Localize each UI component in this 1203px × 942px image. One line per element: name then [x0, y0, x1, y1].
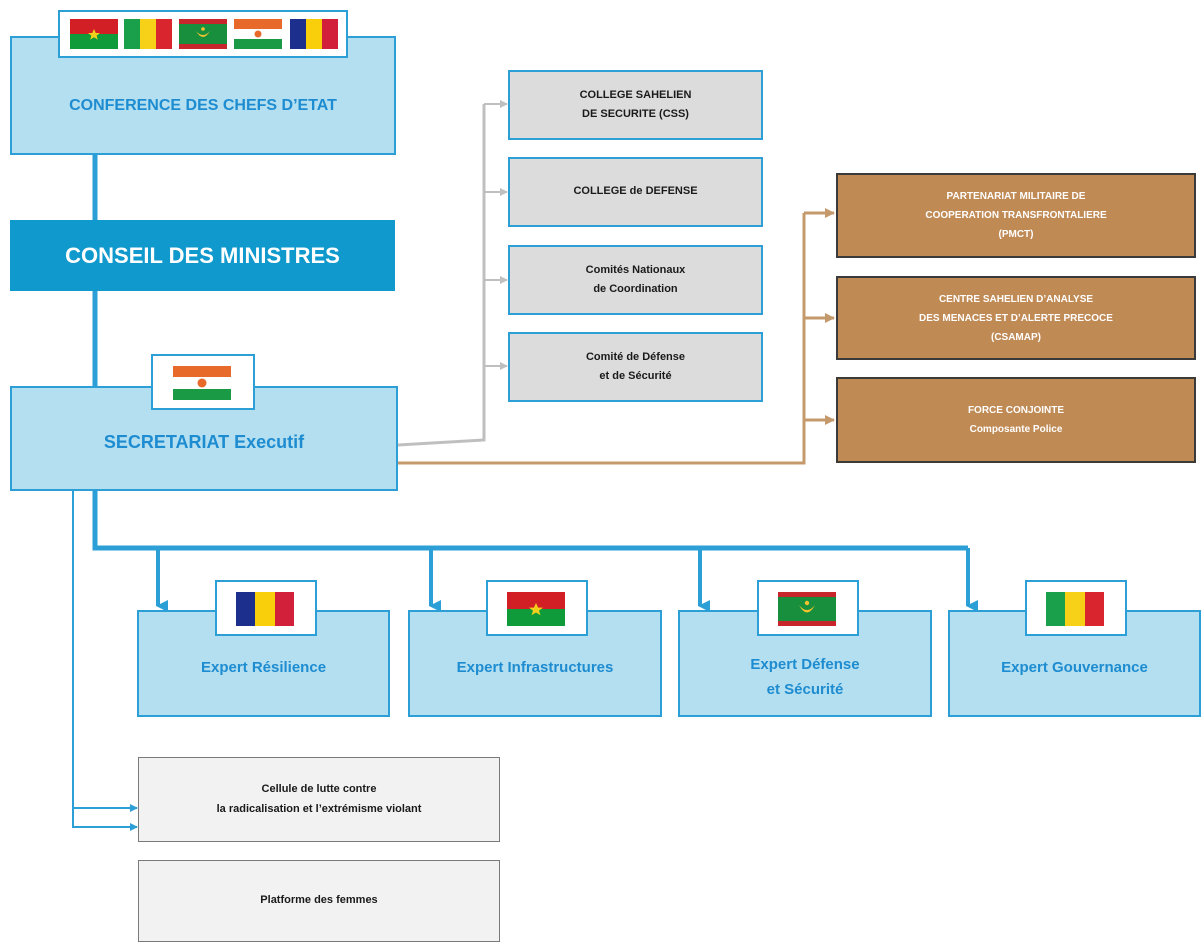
mali-flag-icon — [124, 19, 172, 49]
college-box: COLLEGE SAHELIEN DE SECURITE (CSS) — [508, 70, 763, 140]
partner-label: PARTENARIAT MILITAIRE DE COOPERATION TRA… — [925, 191, 1107, 240]
chad-flag-icon — [290, 19, 338, 49]
partner-box: CENTRE SAHELIEN D’ANALYSE DES MENACES ET… — [836, 276, 1196, 360]
cell-label: Platforme des femmes — [260, 894, 378, 907]
niger-flag-icon — [234, 19, 282, 49]
college-label: COLLEGE de DEFENSE — [573, 185, 698, 198]
conference-title: CONFERENCE DES CHEFS D’ETAT — [69, 96, 337, 114]
college-box: Comités Nationaux de Coordination — [508, 245, 763, 315]
connector-experts-bus — [92, 490, 968, 551]
connector-partners-trunk — [398, 213, 806, 465]
chad-flag-icon — [236, 592, 294, 626]
secretariat-title: SECRETARIAT Executif — [103, 432, 305, 452]
college-label: COLLEGE SAHELIEN DE SECURITE (CSS) — [579, 88, 692, 120]
mauritania-flag-icon — [778, 592, 836, 626]
college-box: Comité de Défense et de Sécurité — [508, 332, 763, 402]
partner-label: FORCE CONJOINTE Composante Police — [967, 405, 1065, 435]
college-label: Comités Nationaux de Coordination — [585, 263, 686, 295]
partner-box: PARTENARIAT MILITAIRE DE COOPERATION TRA… — [836, 173, 1196, 258]
burkina-faso-flag-icon — [507, 592, 565, 626]
expert-label: Expert Résilience — [200, 659, 327, 676]
cell-label: Cellule de lutte contre la radicalisatio… — [216, 783, 422, 815]
expert-label: Expert Défense et Sécurité — [750, 655, 860, 698]
burkina-faso-flag-icon — [70, 19, 118, 49]
mali-flag-icon — [1046, 592, 1104, 626]
connector-colleges-trunk — [397, 104, 486, 447]
expert-label: Expert Gouvernance — [1001, 659, 1148, 676]
partner-label: CENTRE SAHELIEN D’ANALYSE DES MENACES ET… — [919, 293, 1113, 343]
conseil-title: CONSEIL DES MINISTRES — [65, 242, 340, 268]
expert-box: Expert Infrastructures — [408, 610, 662, 717]
mauritania-flag-icon — [179, 19, 227, 49]
partner-box: FORCE CONJOINTE Composante Police — [836, 377, 1196, 463]
niger-flag-icon — [173, 366, 231, 400]
expert-label: Expert Infrastructures — [456, 659, 614, 676]
college-box: COLLEGE de DEFENSE — [508, 157, 763, 227]
conseil-box: CONSEIL DES MINISTRES — [10, 220, 395, 291]
college-label: Comité de Défense et de Sécurité — [585, 350, 686, 382]
cell-box: Cellule de lutte contre la radicalisatio… — [138, 757, 500, 842]
cell-box: Platforme des femmes — [138, 860, 500, 942]
